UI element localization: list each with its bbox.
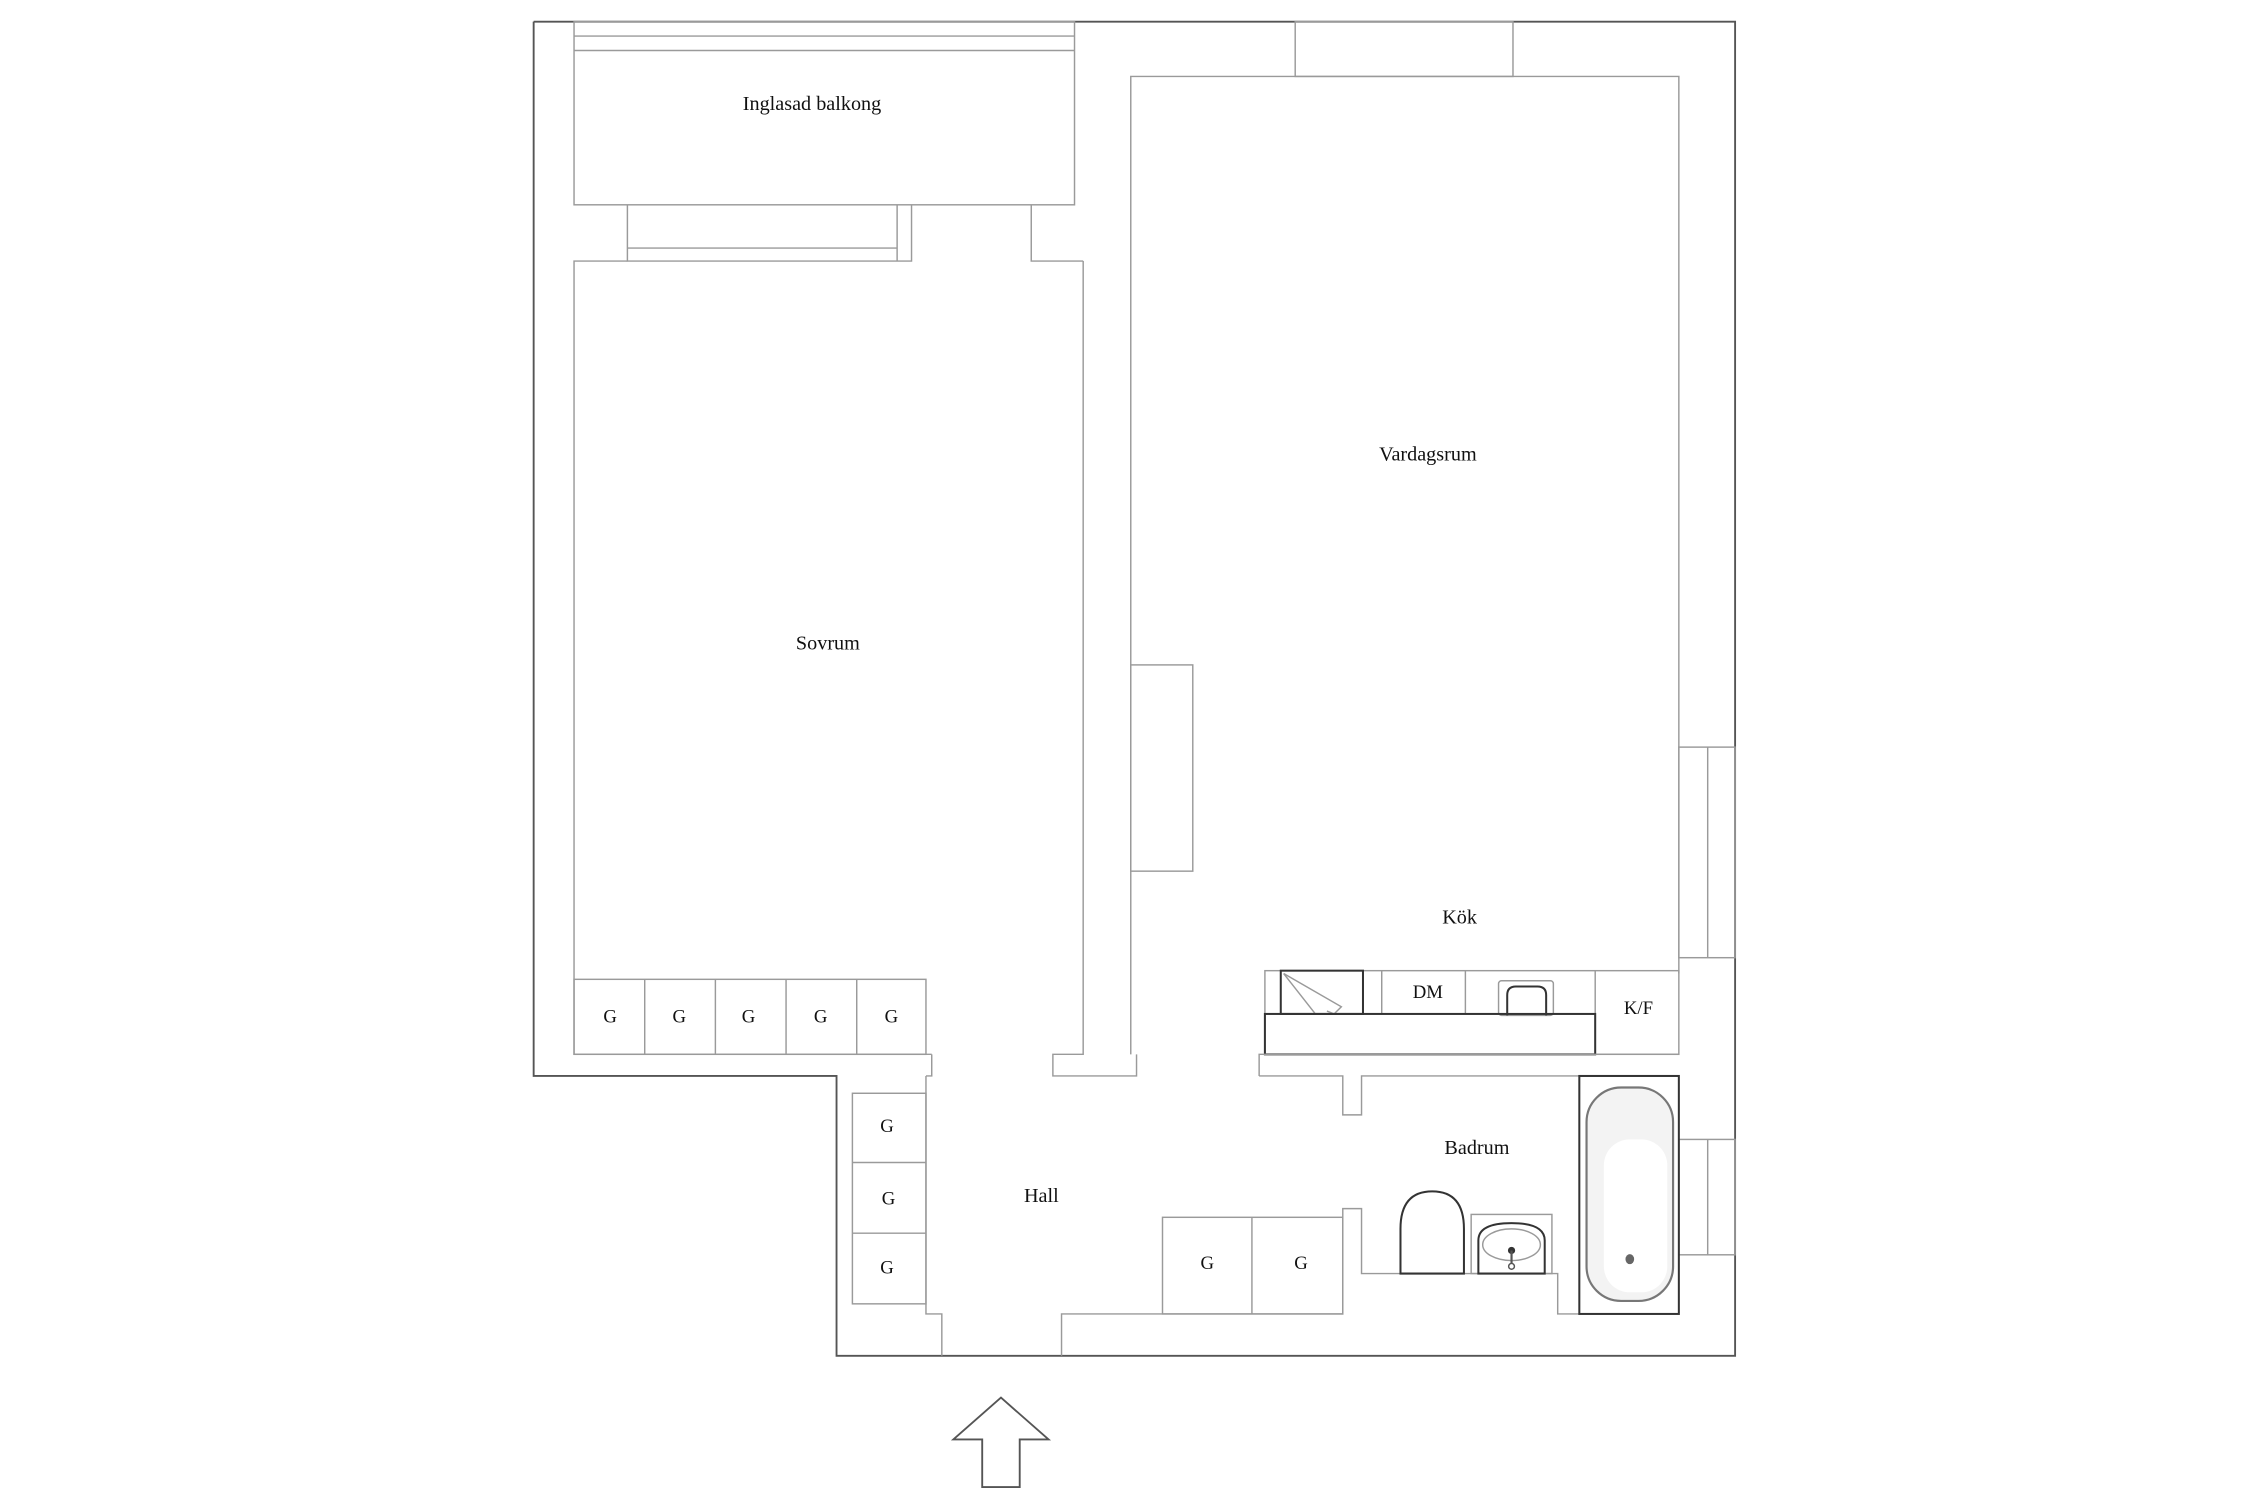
bathroom: Badrum [1399, 1074, 1680, 1315]
bedroom-label: Sovrum [796, 632, 860, 654]
wardrobe-label: G [814, 1007, 828, 1028]
wardrobe-label: G [673, 1007, 687, 1028]
dishwasher-label: DM [1413, 982, 1444, 1003]
wardrobe-label: G [880, 1116, 894, 1137]
balcony-label: Inglasad balkong [743, 93, 881, 115]
bedroom: Sovrum [573, 260, 1138, 1077]
kitchen-sink-icon [1497, 980, 1555, 1017]
hall-label: Hall [1024, 1185, 1059, 1207]
hall-wardrobes-bottom: G G [1161, 1216, 1344, 1315]
bathtub-icon [1578, 1074, 1680, 1315]
washbasin-icon [1470, 1213, 1553, 1275]
wardrobe-label: G [885, 1007, 899, 1028]
wardrobe-label: G [742, 1007, 756, 1028]
bathroom-label: Badrum [1444, 1137, 1509, 1159]
bedroom-wardrobes: G G G G G [573, 978, 927, 1056]
wardrobe-label: G [880, 1258, 894, 1279]
balcony: Inglasad balkong [573, 20, 1076, 206]
kitchen-label: Kök [1442, 906, 1478, 928]
kitchen: Kök DM K/F [1263, 906, 1680, 1056]
living-room: Vardagsrum [1130, 20, 1680, 1055]
hall-wardrobes-left: G G G [851, 1092, 927, 1305]
kitchen-counter [1263, 1012, 1597, 1056]
toilet-icon [1399, 1190, 1465, 1275]
entrance-arrow-icon [950, 1396, 1052, 1488]
fridge-freezer-label: K/F [1624, 998, 1653, 1019]
hall: Hall [925, 1054, 1580, 1356]
wardrobe-label: G [1294, 1253, 1308, 1274]
living-room-label: Vardagsrum [1379, 443, 1477, 465]
wardrobe-label: G [1200, 1253, 1214, 1274]
wardrobe-label: G [603, 1007, 617, 1028]
living-room-window [1678, 746, 1736, 959]
balcony-door [626, 204, 1084, 262]
wardrobe-label: G [882, 1188, 896, 1209]
kitchen-bath-wall [1258, 1053, 1679, 1116]
stove-icon [1279, 969, 1364, 1015]
outer-walls [532, 20, 1737, 1357]
bathroom-window [1678, 1138, 1736, 1256]
